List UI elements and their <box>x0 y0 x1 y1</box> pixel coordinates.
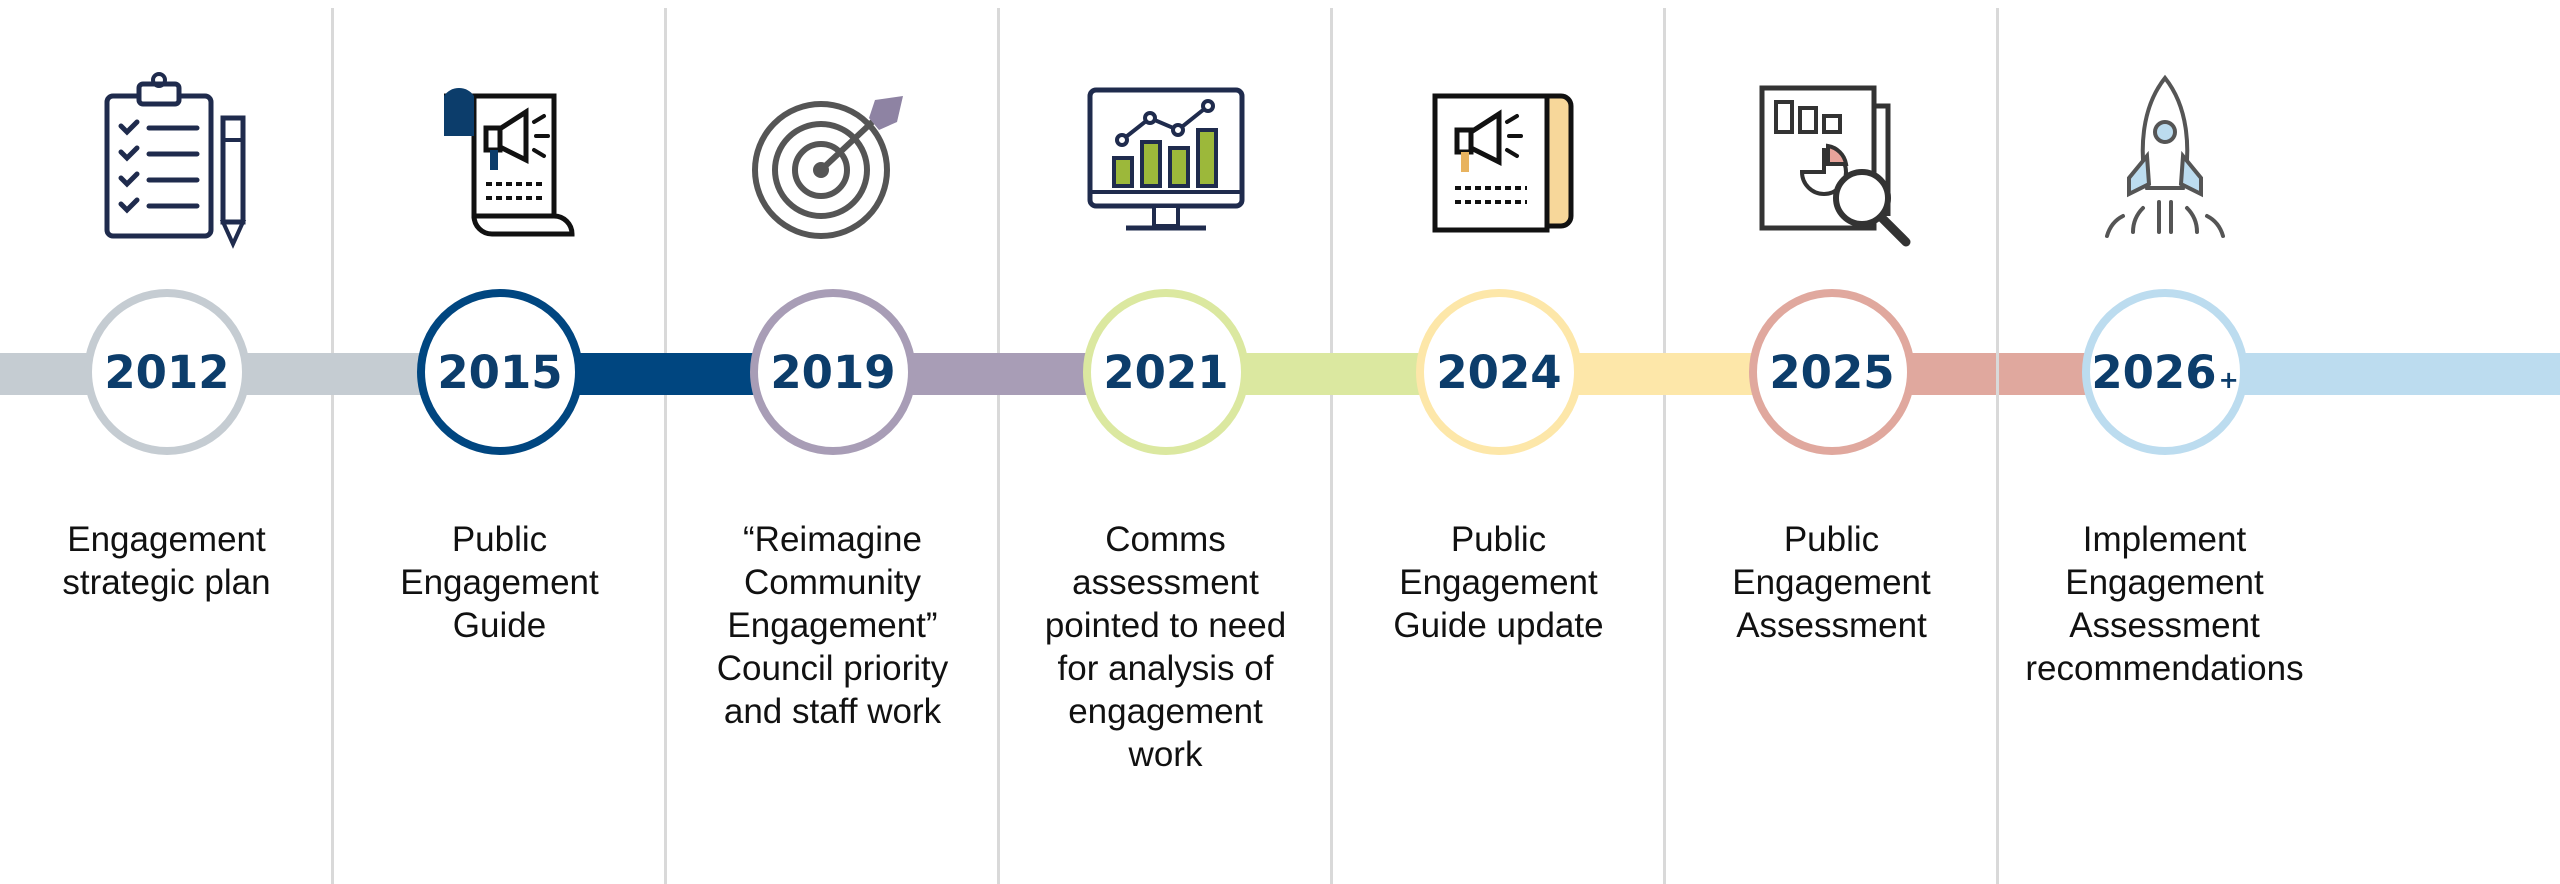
year-label: 2015 <box>437 345 563 399</box>
milestone-description: Public Engagement Assessment <box>1732 520 1931 645</box>
milestone-description: Engagement strategic plan <box>62 520 271 602</box>
milestone-description: Public Engagement Guide update <box>1393 520 1604 645</box>
milestone-2026: 2026+ Implement Engagement Assessment rec… <box>1998 0 2331 884</box>
milestone-2019: 2019 “Reimagine Community Engagement” Cou… <box>666 0 999 884</box>
year-circle: 2026+ <box>2082 289 2248 455</box>
year-label: 2025 <box>1769 345 1895 399</box>
milestone-description: Implement Engagement Assessment recommen… <box>2025 520 2304 688</box>
milestone-description: Comms assessment pointed to need for ana… <box>1044 520 1287 774</box>
monitor-chart-icon <box>999 60 1332 260</box>
milestone-description: Public Engagement Guide <box>400 520 599 645</box>
target-arrow-icon <box>666 60 999 260</box>
year-circle: 2024 <box>1416 289 1582 455</box>
megaphone-document-icon <box>1332 60 1665 260</box>
year-label: 2026 <box>2091 345 2217 399</box>
year-circle: 2021 <box>1083 289 1249 455</box>
year-circle: 2019 <box>750 289 916 455</box>
year-label: 2024 <box>1436 345 1562 399</box>
clipboard-checklist-icon <box>0 60 333 260</box>
report-magnifier-icon <box>1665 60 1998 260</box>
column-divider <box>664 8 667 884</box>
year-suffix: + <box>2218 366 2239 394</box>
year-label: 2019 <box>770 345 896 399</box>
column-divider <box>331 8 334 884</box>
year-circle: 2012 <box>84 289 250 455</box>
column-divider <box>1663 8 1666 884</box>
year-circle: 2015 <box>417 289 583 455</box>
column-divider <box>1996 8 1999 884</box>
column-divider <box>1330 8 1333 884</box>
year-label: 2021 <box>1103 345 1229 399</box>
rocket-icon <box>1998 60 2331 260</box>
milestone-description: “Reimagine Community Engagement” Council… <box>716 520 949 731</box>
column-divider <box>997 8 1000 884</box>
megaphone-scroll-icon <box>333 60 666 260</box>
year-circle: 2025 <box>1749 289 1915 455</box>
year-label: 2012 <box>104 345 230 399</box>
